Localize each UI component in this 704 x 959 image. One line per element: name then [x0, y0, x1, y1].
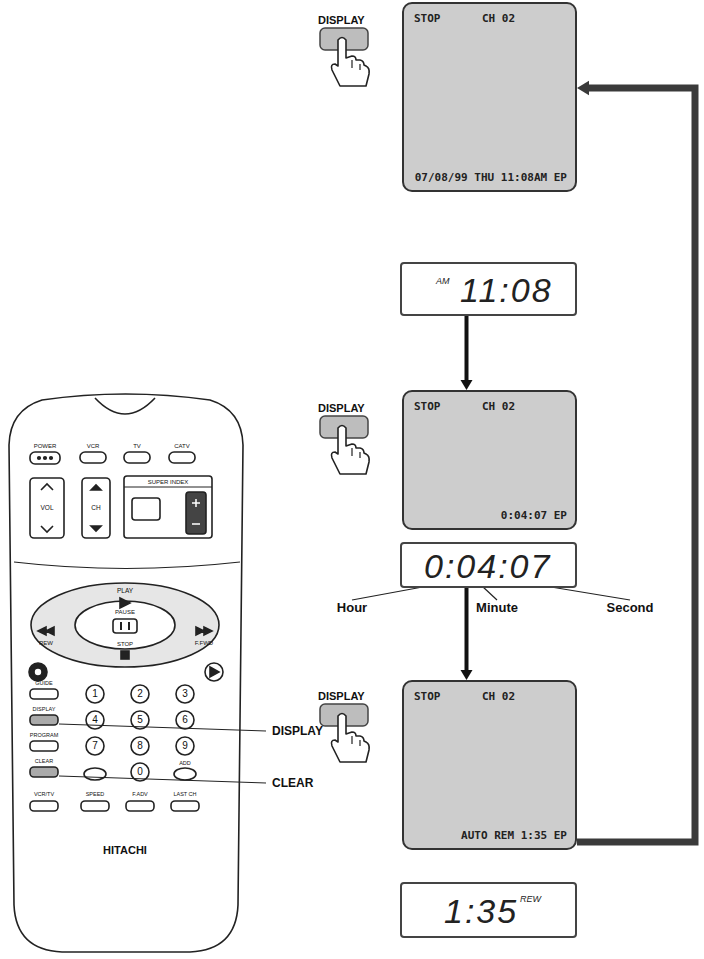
- screen-text: AUTO REM 1:35 EP: [461, 829, 567, 842]
- remote-key-label: PLAY: [117, 588, 133, 595]
- screen-text: STOP: [414, 400, 441, 413]
- remote-key-label: DISPLAY: [33, 707, 56, 713]
- remote-key-label: 3: [182, 689, 188, 699]
- remote-key-label: GUIDE: [35, 681, 52, 687]
- remote-key-label: 1: [92, 689, 98, 699]
- remote-key-label: F.FWD: [195, 640, 213, 646]
- remote-key-label: CATV: [174, 443, 190, 449]
- flow-arrow: [461, 588, 473, 680]
- screen-text: STOP: [414, 690, 441, 703]
- remote-key-label: VCR/TV: [34, 792, 54, 798]
- flow-arrow: [577, 81, 695, 842]
- screen-text: CH 02: [482, 690, 515, 703]
- screen-text: STOP: [414, 12, 441, 25]
- remote-key-label: POWER: [34, 443, 57, 449]
- remote-key-label: 5: [137, 715, 143, 725]
- remote-key-label: 9: [182, 741, 188, 751]
- lcd-digits: 1:35: [444, 892, 518, 931]
- callout-label: DISPLAY: [272, 725, 323, 737]
- lcd-display: 0:04:07: [400, 542, 577, 588]
- remote-key-label: ADD: [179, 761, 191, 767]
- lcd-digits: 11:08: [460, 271, 553, 310]
- remote-key-label: VOL: [40, 505, 53, 512]
- remote-key-label: 2: [137, 689, 143, 699]
- screen-text: 07/08/99 THU 11:08AM EP: [415, 171, 567, 184]
- remote-key-label: CH: [91, 505, 100, 512]
- screen-text: CH 02: [482, 400, 515, 413]
- screen-text: 0:04:07 EP: [501, 509, 567, 522]
- remote-key-label: 6: [182, 715, 188, 725]
- time-part: Minute: [476, 601, 518, 614]
- button-label: DISPLAY: [318, 403, 365, 414]
- lcd-display: AM 11:08: [400, 262, 577, 316]
- remote-key-label: REW: [39, 640, 53, 646]
- remote-key-label: F.ADV: [132, 792, 148, 798]
- remote-key-label: PAUSE: [115, 609, 135, 615]
- remote-key-label: 7: [92, 741, 98, 751]
- tv-screen: STOP CH 02 0:04:07 EP: [402, 390, 577, 530]
- remote-key-label: 0: [137, 767, 143, 777]
- lcd-digits: 0:04:07: [424, 547, 551, 586]
- callout-label: CLEAR: [272, 777, 313, 789]
- time-part: Second: [607, 601, 654, 614]
- remote-key-label: TV: [133, 443, 141, 449]
- remote-key-label: VCR: [87, 443, 100, 449]
- remote-key-label: LAST CH: [173, 792, 196, 798]
- tv-screen: STOP CH 02 AUTO REM 1:35 EP: [402, 680, 577, 850]
- remote-key-label: CLEAR: [35, 759, 53, 765]
- remote-key-label: SUPER INDEX: [148, 479, 189, 485]
- remote-control: [9, 394, 243, 952]
- remote-key-label: SPEED: [86, 792, 105, 798]
- button-label: DISPLAY: [318, 15, 365, 26]
- remote-key-label: PROGRAM: [30, 733, 58, 739]
- remote-key-label: HITACHI: [103, 845, 147, 856]
- remote-key-label: STOP: [117, 641, 133, 647]
- remote-key-label: 8: [137, 741, 143, 751]
- screen-text: CH 02: [482, 12, 515, 25]
- time-part: Hour: [337, 601, 367, 614]
- lcd-indicator: REW: [520, 894, 541, 904]
- tv-screen: STOP CH 02 07/08/99 THU 11:08AM EP: [402, 2, 577, 192]
- lcd-indicator: AM: [436, 276, 450, 286]
- flow-arrow: [461, 316, 473, 390]
- remote-key-label: 4: [92, 715, 98, 725]
- button-label: DISPLAY: [318, 691, 365, 702]
- lcd-display: 1:35REW: [400, 882, 577, 938]
